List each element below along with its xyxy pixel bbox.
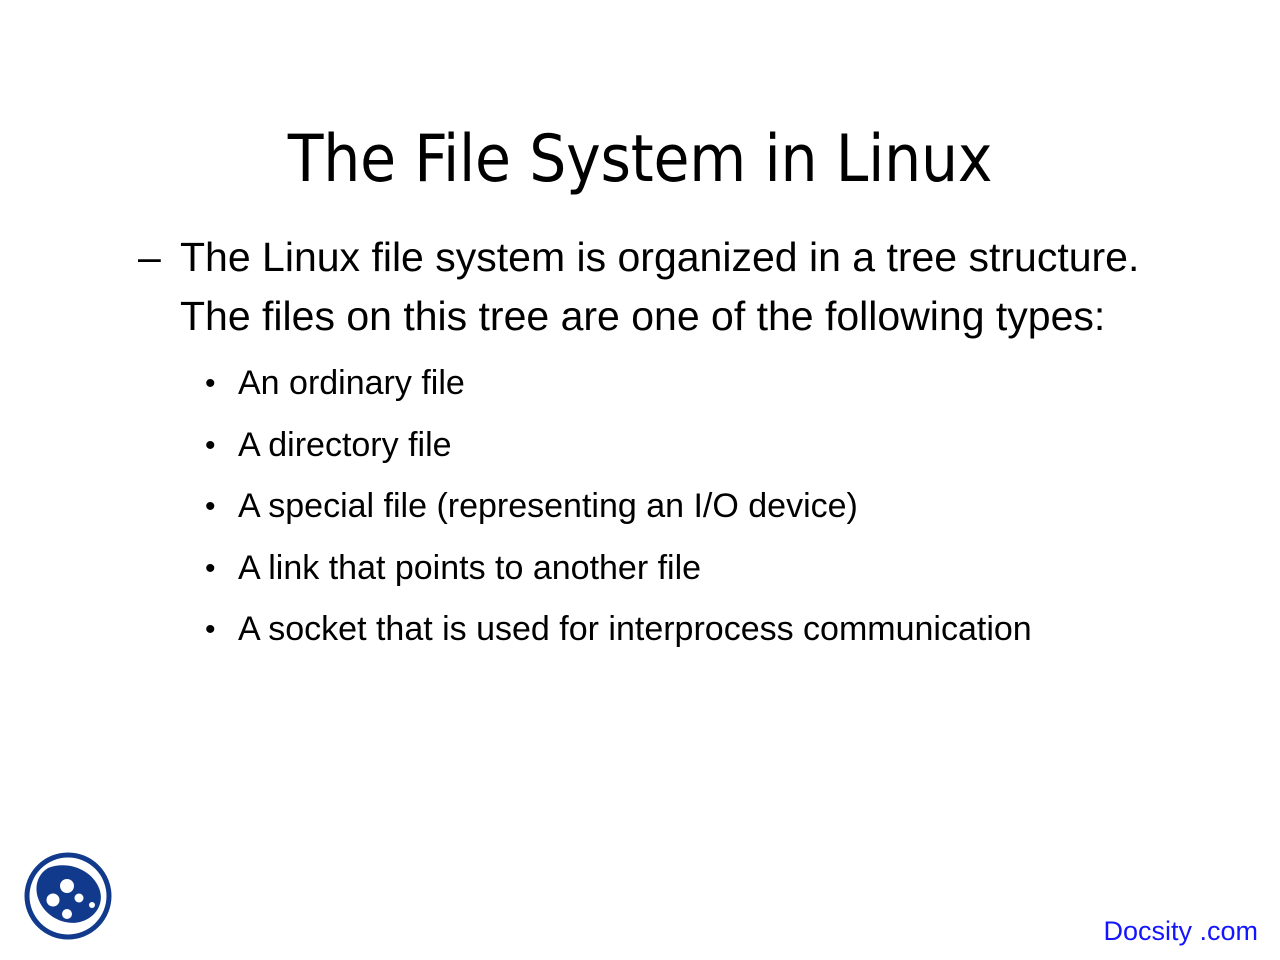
list-item: • A directory file	[0, 415, 1280, 477]
list-item-label: A special file (representing an I/O devi…	[238, 487, 858, 525]
list-item-label: An ordinary file	[238, 364, 465, 402]
slide-body: – The Linux file system is organized in …	[0, 228, 1280, 661]
bullet-level1: – The Linux file system is organized in …	[0, 228, 1280, 346]
bullet-level1-text: The Linux file system is organized in a …	[180, 234, 1140, 339]
dash-bullet-marker: –	[138, 234, 161, 280]
dot-bullet-marker: •	[205, 367, 216, 400]
docsity-logo-icon	[20, 848, 116, 944]
dot-bullet-marker: •	[205, 551, 216, 585]
list-item-label: A socket that is used for interprocess c…	[238, 610, 1032, 648]
bullet-level2-list: • An ordinary file • A directory file • …	[0, 353, 1280, 661]
list-item: • A link that points to another file	[0, 538, 1280, 600]
list-item-label: A directory file	[238, 425, 452, 464]
list-item-label: A link that points to another file	[238, 548, 702, 587]
docsity-wordmark: Docsity .com	[1103, 916, 1258, 946]
list-item: • An ordinary file	[0, 353, 1280, 415]
page-title: The File System in Linux	[287, 121, 993, 197]
dot-bullet-marker: •	[205, 613, 216, 646]
dot-bullet-marker: •	[205, 490, 216, 523]
dot-bullet-marker: •	[205, 428, 216, 462]
list-item: • A socket that is used for interprocess…	[0, 599, 1280, 661]
list-item: • A special file (representing an I/O de…	[0, 476, 1280, 538]
